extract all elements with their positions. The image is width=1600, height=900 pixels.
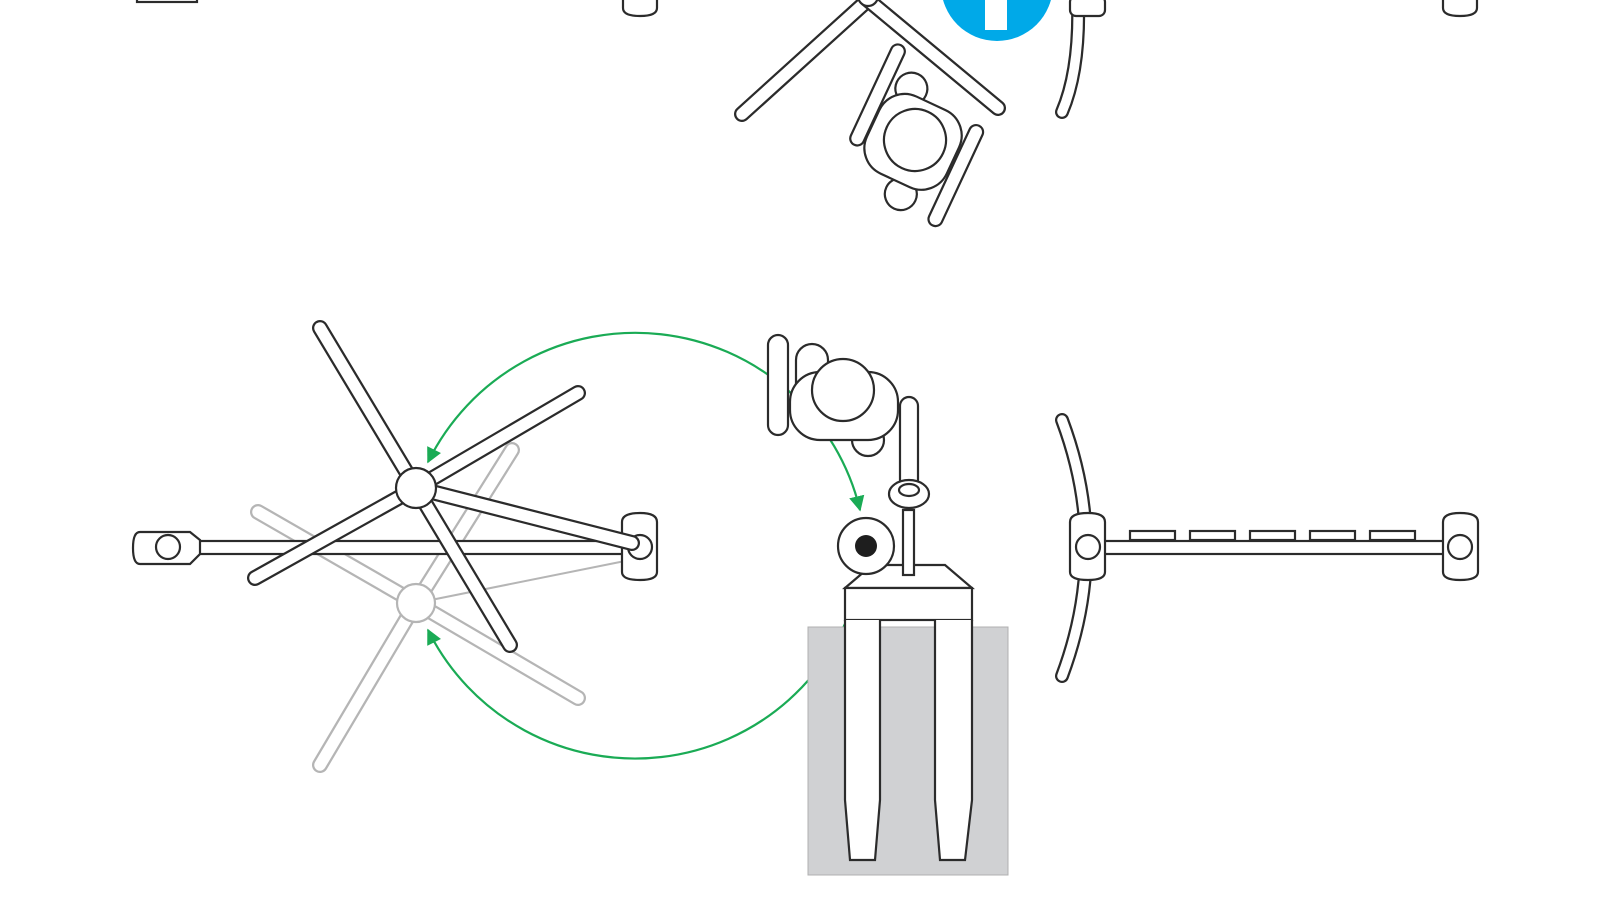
- top-bracket-right: [1441, 0, 1479, 18]
- lamp-hub: [394, 466, 438, 510]
- top-scene: [135, 0, 1479, 228]
- shaded-zone: [807, 626, 1009, 876]
- top-person: [849, 43, 985, 228]
- person-figure: [766, 333, 931, 510]
- rail-pad: [1128, 529, 1177, 542]
- ghost-lamp-hub: [395, 582, 437, 624]
- rail-pad: [1308, 529, 1357, 542]
- ball-target: [836, 516, 896, 576]
- top-left-rail-end: [135, 0, 199, 4]
- ghost-lamp-arm: [312, 595, 424, 773]
- rail-pad: [1368, 529, 1417, 542]
- ghost-lamp-arm: [250, 504, 424, 611]
- bottom-scene: [131, 320, 1480, 876]
- top-side-arm: [1055, 0, 1107, 119]
- lamp-arm: [312, 320, 424, 496]
- top-bracket-left: [621, 0, 659, 18]
- rail-pad: [1188, 529, 1237, 542]
- pedestal: [842, 508, 975, 862]
- right-ceiling-rail: [1055, 413, 1480, 683]
- lamp-arm: [247, 480, 424, 586]
- top-lamp-arms: [734, 0, 1006, 122]
- rail-pad: [1248, 529, 1297, 542]
- info-badge-icon: [943, 0, 1051, 41]
